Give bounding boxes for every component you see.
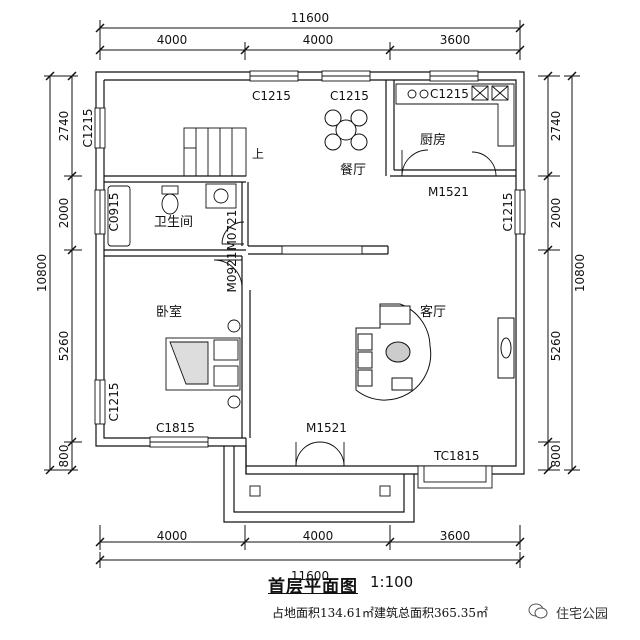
tv-cabinet	[497, 317, 515, 379]
dim-right-4: 800	[549, 445, 563, 468]
door-label-kitchen: M1521	[428, 185, 469, 199]
kitchen-counter	[395, 83, 515, 147]
room-bathroom: 卫生间	[154, 215, 193, 230]
staircase	[183, 127, 247, 177]
window-label-bath: C0915	[107, 193, 121, 232]
door-label-bath: M0721	[225, 210, 239, 251]
dim-top-3: 3600	[440, 33, 471, 47]
room-living: 客厅	[420, 304, 446, 320]
window-label-bed-bottom: C1815	[156, 421, 195, 435]
dim-left-4: 800	[57, 445, 71, 468]
dim-right-1: 2740	[549, 111, 563, 142]
doors	[213, 149, 497, 467]
dim-bottom-2: 4000	[303, 529, 334, 543]
door-label-entry: M1521	[306, 421, 347, 435]
room-bedroom: 卧室	[156, 304, 182, 320]
dim-bottom-3: 3600	[440, 529, 471, 543]
plan-title: 首层平面图	[268, 577, 358, 597]
windows	[94, 70, 526, 497]
dining-table	[324, 109, 368, 151]
plan-scale: 1:100	[370, 573, 414, 591]
window-label-left-top: C1215	[81, 109, 95, 148]
window-label-top-2: C1215	[330, 89, 369, 103]
dim-top-1: 4000	[157, 33, 188, 47]
stair-up-label: 上	[252, 147, 264, 161]
bed	[165, 319, 241, 409]
window-label-left-bed: C1215	[107, 383, 121, 422]
watermark: 住宅公园	[556, 607, 609, 622]
walls	[95, 71, 525, 475]
dim-right-total: 10800	[573, 254, 587, 292]
dim-left-2: 2000	[57, 198, 71, 229]
dim-right-2: 2000	[549, 198, 563, 229]
dimension-ticks	[45, 23, 577, 565]
window-label-kitchen: C1215	[430, 87, 469, 101]
dim-top-2: 4000	[303, 33, 334, 47]
area-summary: 占地面积134.61㎡建筑总面积365.35㎡	[272, 606, 488, 620]
porch	[223, 446, 415, 523]
dimension-lines	[44, 20, 580, 568]
dim-bottom-overall: 11600	[291, 569, 329, 583]
room-kitchen: 厨房	[420, 132, 446, 148]
window-label-bottom-right: TC1815	[433, 449, 480, 463]
sofa-set	[355, 303, 432, 401]
dim-left-3: 5260	[57, 331, 71, 362]
window-label-top-1: C1215	[252, 89, 291, 103]
dim-top-overall: 11600	[291, 11, 329, 25]
window-label-right: C1215	[501, 193, 515, 232]
wechat-icon	[528, 603, 548, 619]
room-dining: 餐厅	[340, 162, 366, 178]
dim-bottom-1: 4000	[157, 529, 188, 543]
dim-left-total: 10800	[35, 254, 49, 292]
dim-right-3: 5260	[549, 331, 563, 362]
door-label-bed: M0921	[225, 252, 239, 293]
bathroom-fixtures	[107, 183, 237, 247]
dim-left-1: 2740	[57, 111, 71, 142]
